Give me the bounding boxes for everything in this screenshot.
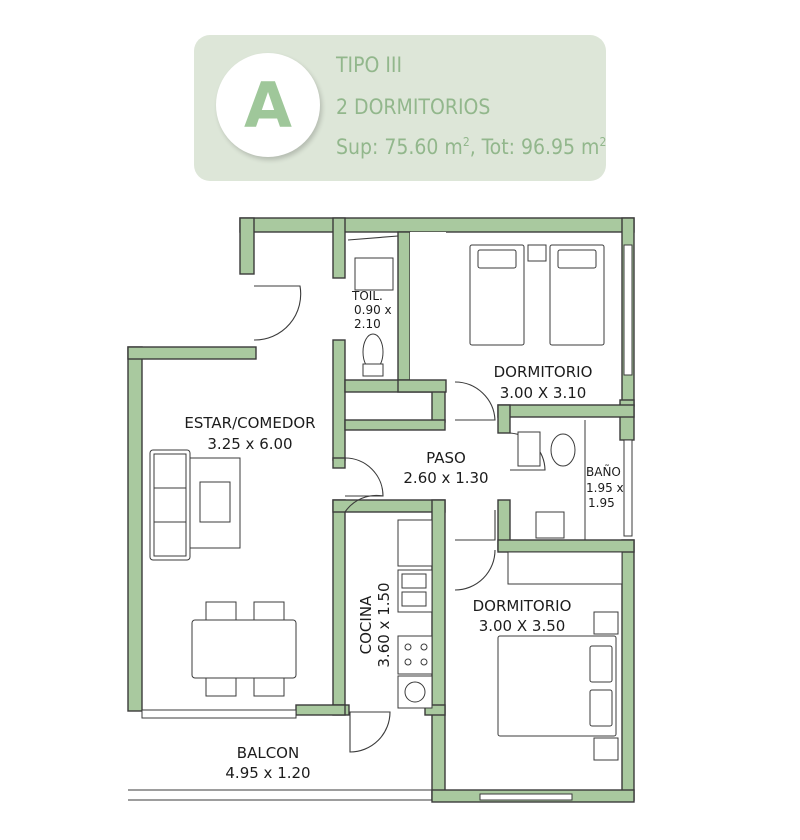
estar-name: ESTAR/COMEDOR — [184, 414, 315, 432]
estar-size: 3.25 x 6.00 — [207, 435, 292, 453]
cocina-name: COCINA — [357, 595, 375, 654]
toil-name: TOIL. — [351, 289, 383, 303]
balcon-name: BALCON — [237, 744, 299, 762]
tot-exponent: 2 — [599, 135, 607, 149]
bedroom-count: 2 DORMITORIOS — [336, 95, 491, 119]
type-badge: A — [216, 53, 320, 157]
tot-label: , Tot: 96.95 m — [469, 135, 600, 159]
dorm1-size: 3.00 X 3.10 — [500, 384, 587, 402]
paso-name: PASO — [426, 449, 466, 467]
bano-size-1: 1.95 x — [586, 481, 624, 495]
furniture — [149, 244, 623, 761]
paso-size: 2.60 x 1.30 — [403, 469, 488, 487]
bano-size-2: 1.95 — [588, 496, 615, 510]
unit-type: TIPO III — [336, 53, 403, 77]
area-summary: Sup: 75.60 m2, Tot: 96.95 m2 — [336, 135, 606, 159]
windows — [141, 244, 633, 801]
balcony-railing — [128, 789, 432, 801]
room-labels: ESTAR/COMEDOR 3.25 x 6.00 TOIL. 0.90 x 2… — [184, 289, 623, 782]
balcon-size: 4.95 x 1.20 — [225, 764, 310, 782]
toil-size-2: 2.10 — [354, 317, 381, 331]
dorm1-name: DORMITORIO — [494, 363, 593, 381]
bano-name: BAÑO — [586, 464, 621, 479]
plan-header: A TIPO III 2 DORMITORIOS Sup: 75.60 m2, … — [194, 35, 606, 181]
doors — [253, 235, 546, 753]
dorm2-name: DORMITORIO — [473, 597, 572, 615]
toil-size-1: 0.90 x — [354, 303, 392, 317]
dorm2-size: 3.00 X 3.50 — [479, 617, 566, 635]
sup-label: Sup: 75.60 m — [336, 135, 463, 159]
cocina-size: 3.60 x 1.50 — [375, 582, 393, 667]
sup-exponent: 2 — [462, 135, 470, 149]
